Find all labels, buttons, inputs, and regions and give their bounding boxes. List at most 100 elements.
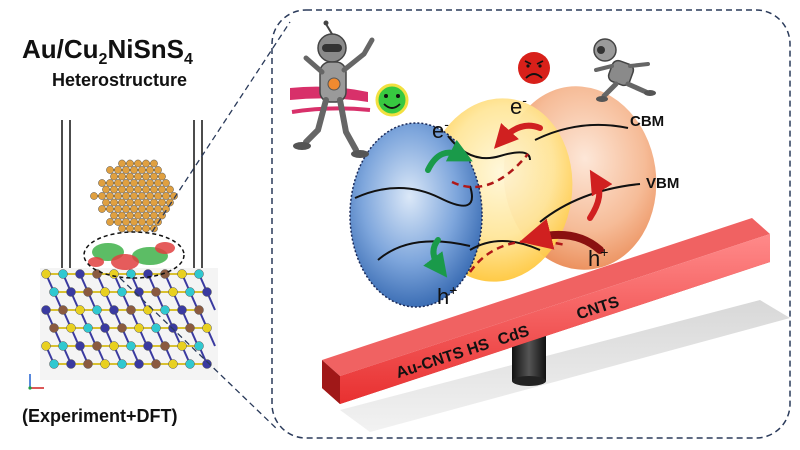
atom <box>130 218 138 226</box>
seesaw-shadow <box>340 300 790 432</box>
atom <box>109 305 119 315</box>
atom <box>134 211 142 220</box>
atom <box>117 323 127 333</box>
hole-right: h <box>588 246 600 271</box>
title-block: Au/Cu2NiSnS4 Heterostructure <box>22 34 193 90</box>
atom <box>142 172 150 181</box>
atom <box>138 218 146 226</box>
atom <box>126 185 134 194</box>
robot-winner-icon <box>290 20 375 158</box>
atom <box>109 269 119 279</box>
red-arrows <box>493 122 613 221</box>
atom <box>158 172 166 181</box>
atom <box>126 211 134 220</box>
atom <box>142 185 150 194</box>
charge-density-lobes <box>88 242 175 270</box>
atom <box>114 205 122 213</box>
atom <box>130 179 138 187</box>
title-prefix: Au/Cu <box>22 34 99 64</box>
frowning-face-icon <box>518 52 550 84</box>
atom <box>177 341 187 351</box>
atom <box>177 269 187 279</box>
atom <box>66 287 76 297</box>
atom <box>185 323 195 333</box>
footer-label: (Experiment+DFT) <box>22 406 178 426</box>
atom <box>41 269 51 279</box>
atom <box>92 305 102 315</box>
atom <box>142 159 150 168</box>
atom <box>146 205 154 213</box>
atom <box>49 359 59 369</box>
electron-left-sup: - <box>444 116 449 132</box>
atom <box>146 179 154 187</box>
charge-labels: e- e- h+ h+ <box>432 92 608 309</box>
atom <box>100 359 110 369</box>
atom <box>194 341 204 351</box>
atom <box>109 341 119 351</box>
atom <box>138 179 146 187</box>
atom <box>118 159 126 168</box>
atom <box>49 323 59 333</box>
atom <box>143 305 153 315</box>
au-cnts-region <box>349 122 483 308</box>
atom <box>162 179 170 187</box>
atom <box>194 305 204 315</box>
atom <box>106 179 114 187</box>
axes-indicator <box>28 374 44 390</box>
atom <box>118 211 126 220</box>
atom <box>98 179 106 187</box>
atom <box>202 359 212 369</box>
atom <box>100 287 110 297</box>
atom <box>66 359 76 369</box>
atom <box>130 192 138 200</box>
atom <box>75 269 85 279</box>
atom <box>185 287 195 297</box>
atom <box>106 166 114 174</box>
atom <box>110 185 118 194</box>
hole-left-sup: + <box>449 282 457 298</box>
atom <box>106 205 114 213</box>
electron-left: e <box>432 118 444 143</box>
atom <box>110 172 118 181</box>
atom <box>122 205 130 213</box>
atom <box>130 166 138 174</box>
title-heterostructure: Heterostructure <box>52 70 187 90</box>
atom <box>194 269 204 279</box>
svg-text:h+: h+ <box>588 244 608 271</box>
hole-right-sup: + <box>600 244 608 260</box>
atom <box>41 305 51 315</box>
atom <box>90 192 98 200</box>
atom <box>154 179 162 187</box>
atom <box>134 198 142 207</box>
atom <box>146 218 154 226</box>
atom <box>122 179 130 187</box>
atom <box>98 192 106 200</box>
atom <box>83 359 93 369</box>
atom <box>202 287 212 297</box>
smiley-face-icon <box>375 83 409 117</box>
charge-transfer-paths <box>451 153 566 273</box>
atom <box>142 198 150 207</box>
atom <box>122 218 130 226</box>
atom <box>168 323 178 333</box>
atom <box>130 205 138 213</box>
atom <box>118 198 126 207</box>
atom <box>142 211 150 220</box>
hole-transfer-arrow <box>519 218 604 254</box>
atom <box>162 192 170 200</box>
atom <box>126 341 136 351</box>
atom <box>102 185 110 194</box>
seesaw-beam <box>322 218 770 404</box>
atom <box>110 211 118 220</box>
atom <box>66 323 76 333</box>
atom <box>150 211 158 220</box>
atom <box>58 269 68 279</box>
atom <box>92 269 102 279</box>
atom <box>126 159 134 168</box>
atom <box>83 287 93 297</box>
green-arrows <box>423 139 473 278</box>
atom <box>110 198 118 207</box>
svg-text:Au/Cu2NiSnS4: Au/Cu2NiSnS4 <box>22 34 193 68</box>
